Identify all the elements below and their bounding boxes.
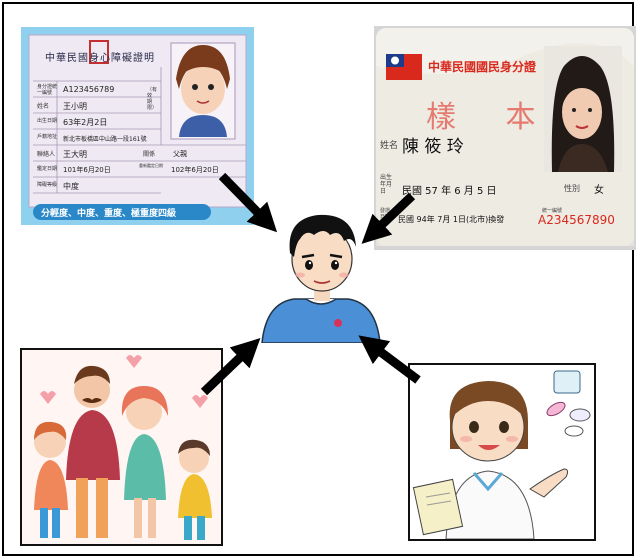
outer-frame [2,2,634,556]
assess-date-label: 鑑定日期 [37,166,58,172]
id-card-title: 中華民國國民身分證 [428,60,537,74]
id-number-value-text: A234567890 [538,213,615,227]
address-value: 新北市板橋區中山路一段161號 [63,136,147,143]
id-sex-value: 女 [594,185,604,196]
contact-label: 聯絡人 [37,151,56,158]
birth-value: 63年2月2日 [63,118,108,127]
address-label: 戶籍地址 [37,134,58,140]
id-number-label-text: 統一編號 [542,208,563,214]
id-name-label: 姓名 [380,141,399,151]
reassess-date-value: 102年6月20日 [171,166,219,174]
sample-watermark: 樣 本 [426,100,556,135]
disability-card-title: 中華民國身心障礙證明 [45,53,155,64]
id-birth-value: 民國 57 年 6 月 5 日 [402,186,497,197]
id-name-value: 陳 筱 玲 [402,137,464,157]
id-birth-label: 出生年月日 [380,174,393,195]
relation-value: 父親 [173,150,187,158]
relation-label: 關係 [143,151,156,158]
boy-illustration [256,205,386,343]
national-id-card-image: 中華民國國民身分證 樣 本 姓名 陳 筱 玲 出生年月日 民國 57 年 6 月… [374,26,636,250]
id-number-value: A123456789 [63,85,115,94]
id-number-label: 身分證統一編號 [37,84,58,96]
disability-level-banner: 分輕度、中度、重度、極重度四級 [41,209,177,219]
id-issue-value: 民國 94年 7月 1日(北市)換發 [398,215,505,224]
contact-value: 王大明 [63,150,87,159]
reassess-date-label: 重新鑑定日期 [139,163,163,168]
assess-date-value: 101年6月20日 [63,166,111,174]
disability-certificate-image: 中華民國身心障礙證明 身分證統一編號 A123456789 姓名 王小明 出生日… [21,27,254,225]
level-value: 中度 [63,182,79,191]
nurse-illustration [408,363,596,541]
name-value: 王小明 [63,102,87,111]
birth-label: 出生日期 [37,118,58,124]
id-sex-label: 性別 [564,184,580,193]
level-label: 障礙等級 [37,182,58,188]
family-illustration [20,348,223,546]
name-label: 姓名 [37,103,50,110]
validity-label: （有效期限） [147,87,158,111]
